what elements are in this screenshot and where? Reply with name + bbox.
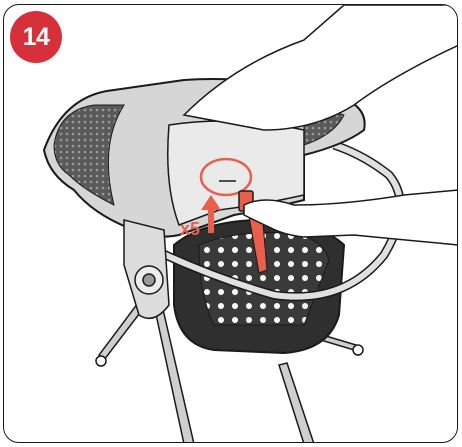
repeat-count-label: x5: [180, 219, 200, 240]
bouncer-illustration: [4, 5, 458, 443]
instruction-panel: 14: [3, 4, 458, 443]
hinge: [124, 220, 169, 318]
step-number: 14: [23, 23, 50, 52]
hand-top: [184, 5, 458, 130]
step-badge: 14: [10, 11, 62, 63]
